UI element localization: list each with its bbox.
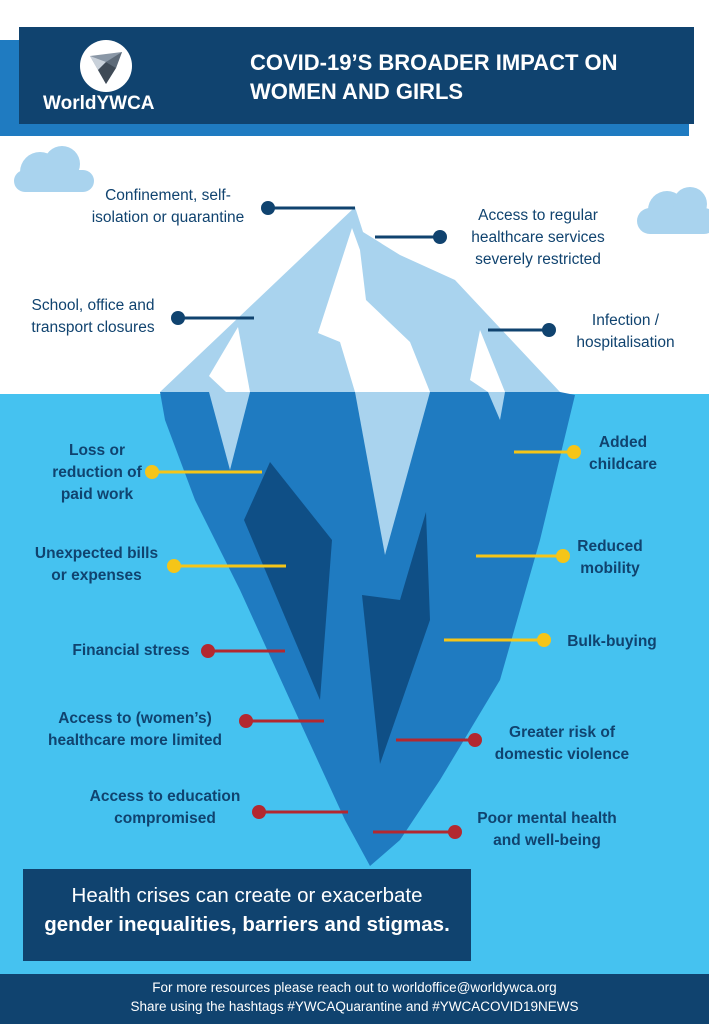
label-infection: Infection / hospitalisation: [576, 312, 675, 351]
title-line-1: COVID-19’S BROADER IMPACT ON: [250, 50, 618, 75]
label-childcare: Added childcare: [588, 434, 658, 473]
iceberg-underwater-light-right: [488, 392, 505, 420]
label-bills: Unexpected bills or expenses: [34, 545, 159, 584]
label-closures: School, office and transport closures: [31, 297, 155, 336]
cloud-icon-left: [14, 146, 94, 192]
connector-mobility: [476, 549, 570, 563]
iceberg-highlight-left: [209, 327, 250, 392]
callout-line-1: Health crises can create or exacerbate: [71, 884, 423, 907]
connector-domestic-violence: [396, 733, 482, 747]
label-mobility: Reduced mobility: [577, 538, 643, 577]
iceberg-dark-facet-right: [362, 512, 430, 764]
callout-box: [23, 869, 471, 961]
label-healthcare-services: Access to regular healthcare services se…: [471, 207, 605, 268]
label-domestic-violence: Greater risk of domestic violence: [494, 724, 630, 763]
connector-bulk-buying: [444, 633, 551, 647]
connector-womens-healthcare: [239, 714, 324, 728]
connector-infection: [488, 323, 556, 337]
org-name: WorldYWCA: [43, 93, 155, 114]
label-paid-work: Loss or reduction of paid work: [52, 442, 142, 503]
cloud-icon-right: [637, 187, 709, 234]
label-financial-stress: Financial stress: [72, 642, 190, 659]
iceberg-underwater-light-center: [355, 392, 430, 555]
callout-line-2: gender inequalities, barriers and stigma…: [44, 913, 450, 936]
label-bulk-buying: Bulk-buying: [567, 633, 657, 650]
connector-healthcare-services: [375, 230, 447, 244]
footer: [0, 974, 709, 1024]
connector-bills: [167, 559, 286, 573]
connector-paid-work: [145, 465, 262, 479]
connector-mental-health: [373, 825, 462, 839]
iceberg-highlight-center: [318, 228, 430, 392]
connector-childcare: [514, 445, 581, 459]
header-banner: [19, 27, 694, 124]
connector-financial-stress: [201, 644, 285, 658]
ywca-logo-icon: [80, 40, 132, 92]
connector-confinement: [261, 201, 355, 215]
iceberg-dark-facet-left: [244, 462, 332, 700]
connector-education: [252, 805, 348, 819]
title-line-2: WOMEN AND GIRLS: [250, 79, 464, 104]
label-education: Access to education compromised: [89, 788, 241, 827]
label-confinement: Confinement, self- isolation or quaranti…: [91, 187, 245, 226]
iceberg-underwater-light-left: [209, 392, 250, 470]
footer-hashtags: Share using the hashtags #YWCAQuarantine…: [130, 999, 579, 1014]
label-womens-healthcare: Access to (women’s) healthcare more limi…: [47, 710, 222, 749]
label-mental-health: Poor mental health and well-being: [477, 810, 617, 849]
iceberg-highlight-right: [470, 330, 505, 392]
page-title: COVID-19’S BROADER IMPACT ON WOMEN AND G…: [250, 48, 680, 106]
footer-contact: For more resources please reach out to w…: [152, 980, 557, 995]
connector-closures: [171, 311, 254, 325]
